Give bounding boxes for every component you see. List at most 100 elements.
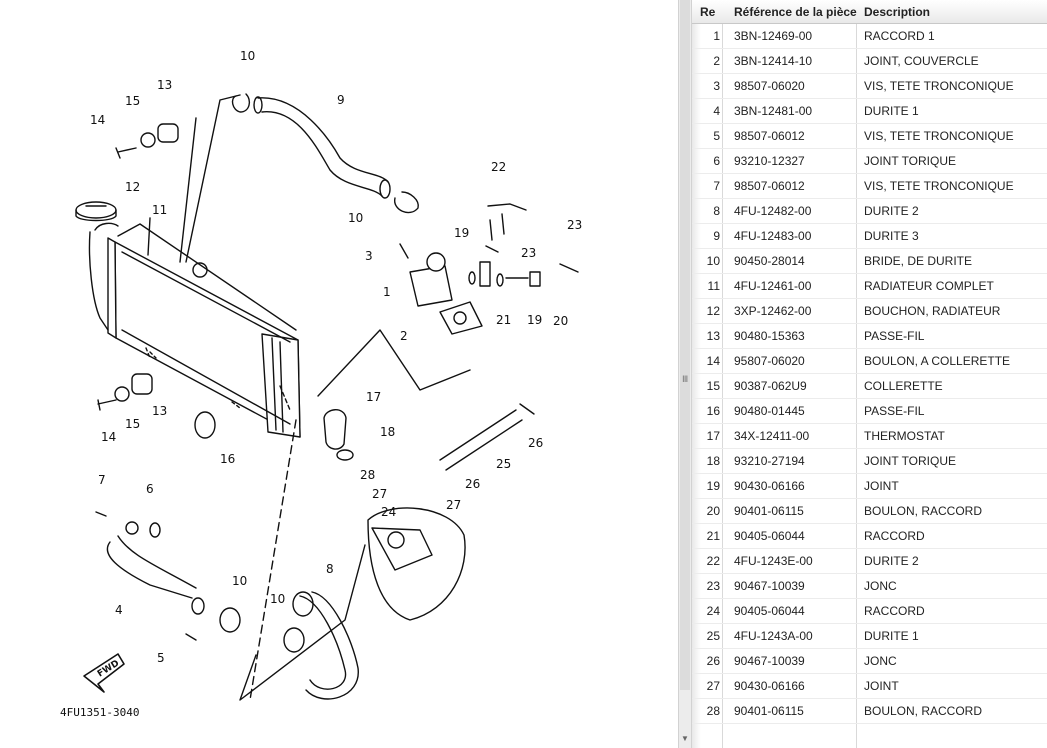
svg-text:24: 24 (381, 505, 396, 519)
part-reference-cell: 93210-27194 (734, 454, 805, 468)
column-divider (722, 0, 723, 748)
row-number: 18 (706, 454, 720, 468)
svg-text:26: 26 (465, 477, 480, 491)
row-number: 28 (706, 704, 720, 718)
svg-text:10: 10 (348, 211, 363, 225)
grommet-upper-drawing (115, 123, 179, 159)
description-cell: PASSE-FIL (864, 404, 925, 418)
row-number: 4 (713, 104, 720, 118)
svg-text:8: 8 (326, 562, 334, 576)
splitter-grip-icon[interactable]: Ⅲ (682, 374, 689, 384)
header-number[interactable]: Re (700, 5, 716, 19)
description-cell: RACCORD (864, 604, 925, 618)
svg-text:17: 17 (366, 390, 381, 404)
fitting-drawing (399, 243, 483, 335)
svg-text:2: 2 (400, 329, 408, 343)
thermostat-drawing (323, 409, 466, 621)
row-number: 15 (706, 379, 720, 393)
svg-text:23: 23 (521, 246, 536, 260)
description-cell: BOULON, RACCORD (864, 504, 983, 518)
table-row[interactable]: 27 90430-06166 JOINT (692, 674, 1047, 699)
radiator-drawing (88, 222, 301, 438)
description-cell: JOINT (864, 679, 899, 693)
part-reference-cell: 90480-15363 (734, 329, 805, 343)
svg-text:11: 11 (152, 203, 167, 217)
svg-text:10: 10 (270, 592, 285, 606)
header-part-reference[interactable]: Référence de la pièce (734, 5, 857, 19)
row-number: 6 (713, 154, 720, 168)
description-cell: DURITE 3 (864, 229, 919, 243)
svg-text:15: 15 (125, 417, 140, 431)
part-reference-cell: 3BN-12481-00 (734, 104, 813, 118)
svg-text:26: 26 (528, 436, 543, 450)
description-cell: JOINT (864, 479, 899, 493)
scrollbar-thumb[interactable] (680, 0, 690, 690)
part-reference-cell: 90430-06166 (734, 679, 805, 693)
exploded-view: 10 9 13 15 14 12 11 10 22 19 23 23 3 1 2… (60, 49, 582, 719)
row-number: 23 (706, 579, 720, 593)
part-reference-cell: 98507-06012 (734, 179, 805, 193)
part-reference-cell: 4FU-1243A-00 (734, 629, 813, 643)
pane-splitter[interactable]: ▲ Ⅲ ▼ (678, 0, 692, 748)
description-cell: COLLERETTE (864, 379, 943, 393)
svg-text:27: 27 (372, 487, 387, 501)
part-reference-cell: 4FU-12482-00 (734, 204, 812, 218)
header-description[interactable]: Description (864, 5, 931, 19)
table-row[interactable]: 4 3BN-12481-00 DURITE 1 (692, 99, 1047, 124)
svg-text:3: 3 (365, 249, 373, 263)
svg-text:13: 13 (152, 404, 167, 418)
hose-25-drawing (439, 403, 535, 471)
row-number: 13 (706, 329, 720, 343)
svg-text:14: 14 (90, 113, 105, 127)
svg-text:13: 13 (157, 78, 172, 92)
part-reference-cell: 4FU-12461-00 (734, 279, 812, 293)
part-reference-cell: 3BN-12469-00 (734, 29, 813, 43)
part-reference-cell: 90405-06044 (734, 604, 805, 618)
row-number: 10 (706, 254, 720, 268)
part-reference-cell: 90401-06115 (734, 704, 804, 718)
row-number: 17 (706, 429, 720, 443)
row-number: 27 (706, 679, 720, 693)
part-reference-cell: 93210-12327 (734, 154, 805, 168)
description-cell: RACCORD 1 (864, 29, 935, 43)
description-cell: RADIATEUR COMPLET (864, 279, 994, 293)
description-cell: JOINT, COUVERCLE (864, 54, 979, 68)
description-cell: THERMOSTAT (864, 429, 945, 443)
svg-text:6: 6 (146, 482, 154, 496)
row-number: 5 (713, 129, 720, 143)
description-cell: BOULON, A COLLERETTE (864, 354, 1011, 368)
parts-diagram: 10 9 13 15 14 12 11 10 22 19 23 23 3 1 2… (60, 49, 583, 719)
description-cell: BOUCHON, RADIATEUR (864, 304, 1001, 318)
hose-22-drawing (487, 203, 527, 241)
description-cell: DURITE 1 (864, 104, 919, 118)
svg-text:10: 10 (240, 49, 255, 63)
svg-text:22: 22 (491, 160, 506, 174)
scroll-down-arrow-icon[interactable]: ▼ (681, 734, 689, 743)
